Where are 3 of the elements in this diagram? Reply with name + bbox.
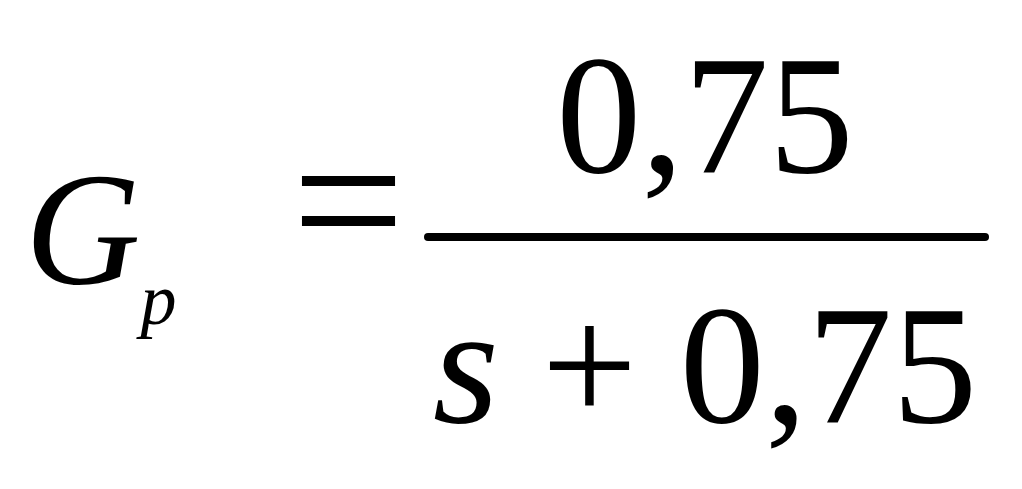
equals-sign: = bbox=[292, 100, 405, 300]
numerator: 0,75 bbox=[555, 30, 855, 200]
denominator: s + 0,75 bbox=[431, 280, 979, 450]
